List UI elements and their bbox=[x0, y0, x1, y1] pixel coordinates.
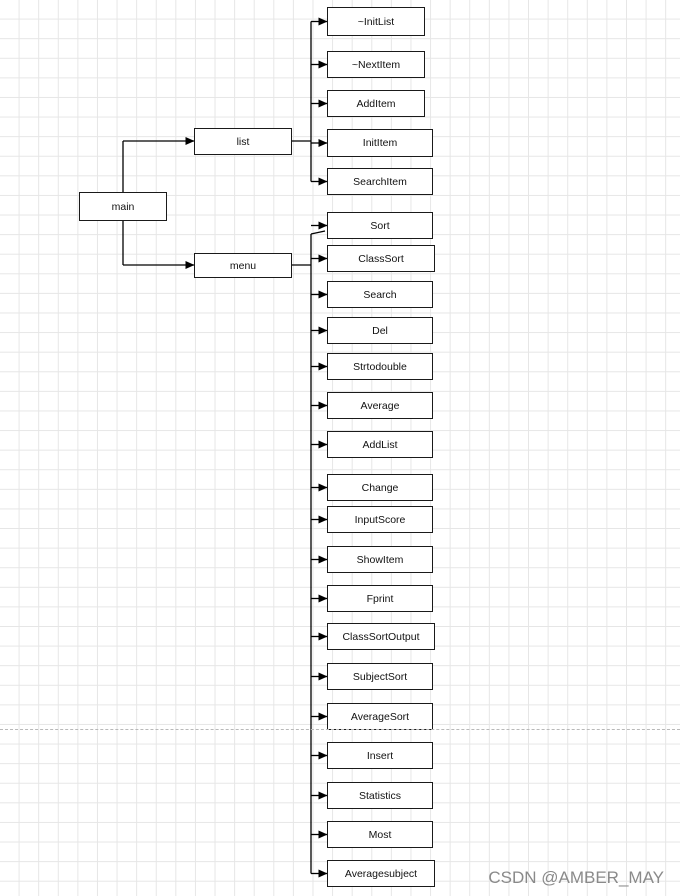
node-list-child: AddItem bbox=[327, 90, 425, 117]
node-menu-child: Del bbox=[327, 317, 433, 344]
node-menu-child: Strtodouble bbox=[327, 353, 433, 380]
node-menu-child: Average bbox=[327, 392, 433, 419]
node-main: main bbox=[79, 192, 167, 221]
node-menu-child: ShowItem bbox=[327, 546, 433, 573]
watermark-text: CSDN @AMBER_MAY bbox=[488, 868, 664, 887]
node-menu-child: Averagesubject bbox=[327, 860, 435, 887]
connector-menu-bend bbox=[310, 230, 326, 235]
node-menu-child: AddList bbox=[327, 431, 433, 458]
node-list-child: ~InitList bbox=[327, 7, 425, 36]
node-menu-child: AverageSort bbox=[327, 703, 433, 730]
node-menu-child: Sort bbox=[327, 212, 433, 239]
node-menu-child: Insert bbox=[327, 742, 433, 769]
node-list-child: ~NextItem bbox=[327, 51, 425, 78]
node-menu-child: InputScore bbox=[327, 506, 433, 533]
node-menu-child: ClassSortOutput bbox=[327, 623, 435, 650]
node-menu-child: SubjectSort bbox=[327, 663, 433, 690]
node-list-child: SearchItem bbox=[327, 168, 433, 195]
node-list: list bbox=[194, 128, 292, 155]
page-break-line bbox=[0, 729, 680, 730]
node-list-child: InitItem bbox=[327, 129, 433, 157]
node-menu-child: Most bbox=[327, 821, 433, 848]
node-menu-child: Search bbox=[327, 281, 433, 308]
node-menu-child: Statistics bbox=[327, 782, 433, 809]
node-menu-child: Fprint bbox=[327, 585, 433, 612]
node-menu-child: ClassSort bbox=[327, 245, 435, 272]
node-menu: menu bbox=[194, 253, 292, 278]
node-menu-child: Change bbox=[327, 474, 433, 501]
